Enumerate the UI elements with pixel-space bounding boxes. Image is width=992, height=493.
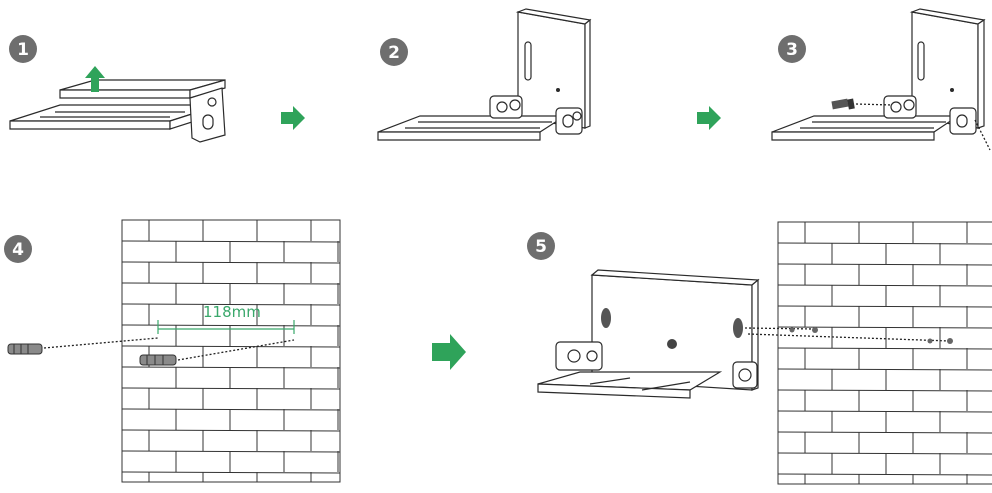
- step-5-number: 5: [535, 237, 547, 257]
- step-2-number: 2: [388, 43, 400, 63]
- step-3-illustration: [772, 9, 990, 150]
- screw-icon: [831, 99, 854, 110]
- step-4-badge: 4: [4, 235, 32, 263]
- green-right-arrow-icon: [697, 106, 721, 130]
- step-5-badge: 5: [527, 232, 555, 260]
- green-right-arrow-icon: [281, 106, 305, 130]
- step-2-badge: 2: [380, 38, 408, 66]
- wall-anchor-icon: [8, 344, 42, 354]
- step-3-number: 3: [786, 40, 798, 60]
- step-1-illustration: [10, 66, 225, 142]
- dimension-label: 118mm: [203, 303, 261, 321]
- step-1-number: 1: [17, 40, 29, 60]
- step-4-number: 4: [12, 240, 24, 260]
- step-1-badge: 1: [9, 35, 37, 63]
- dimension-marker: 118mm: [158, 303, 294, 334]
- green-right-arrow-icon: [432, 334, 466, 370]
- step-3-badge: 3: [778, 35, 806, 63]
- step-2-illustration: [378, 9, 590, 140]
- brick-wall-right: [778, 222, 992, 484]
- step-5-illustration: [538, 270, 758, 398]
- wall-anchor-icon: [140, 355, 176, 365]
